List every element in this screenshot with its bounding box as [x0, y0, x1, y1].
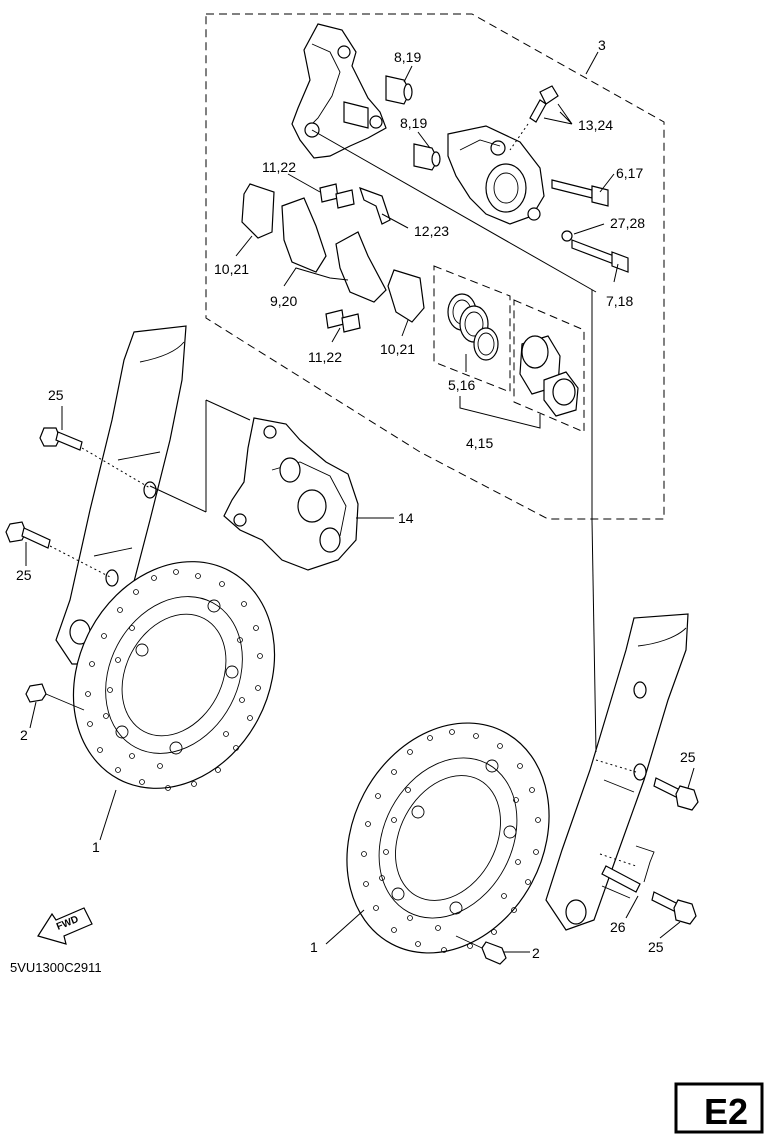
piston-group-boundary: [513, 299, 585, 433]
bleed-screw: [509, 85, 559, 151]
pistons: [519, 335, 579, 417]
callout-1-right: 1: [310, 939, 318, 955]
bolt-25-upper-right: [653, 777, 699, 811]
pad-shim-left: [281, 197, 327, 273]
pin-boot-mid: [413, 143, 441, 171]
callout-11-22-top: 11,22: [262, 159, 296, 175]
drawing-code: 5VU1300C2911: [10, 960, 102, 975]
pad-clip-bottom: [325, 309, 361, 333]
bolt-25-upper-left: [39, 427, 151, 489]
pad-shim-right: [335, 231, 387, 303]
callout-2-left: 2: [20, 727, 28, 743]
callout-14: 14: [398, 510, 414, 526]
fork-leg-right: [545, 613, 689, 931]
callout-13-24: 13,24: [578, 117, 613, 133]
brake-pad-left: [241, 183, 275, 239]
callout-27-28: 27,28: [610, 215, 645, 231]
callout-25-a: 25: [48, 387, 64, 403]
caliper-bolt-6: [551, 179, 609, 207]
connection-lines: [149, 129, 637, 867]
callout-25-c: 25: [680, 749, 696, 765]
callout-25-d: 25: [648, 939, 664, 955]
page-label-box: E2: [674, 1082, 764, 1134]
bolt-25-lower-left: [5, 521, 113, 579]
pad-clip-top: [319, 183, 355, 209]
caliper-assembled: [223, 417, 359, 571]
bolt-25-lower-right: [651, 891, 697, 925]
plug-27: [561, 230, 573, 242]
piston-seal-group-boundary: [433, 265, 511, 393]
caliper-body: [447, 125, 545, 225]
fwd-arrow-icon: FWD: [37, 907, 93, 945]
disc-bolt-left: [25, 683, 85, 711]
callout-5-16: 5,16: [448, 377, 475, 393]
caliper-bracket: [291, 23, 387, 159]
hose-bracket-26: [601, 845, 655, 899]
disc-holes-left: [85, 569, 263, 791]
leader-lines: [25, 51, 695, 953]
callout-11-22-bottom: 11,22: [308, 349, 342, 365]
callout-3: 3: [598, 37, 606, 53]
callout-25-b: 25: [16, 567, 32, 583]
callout-7-18: 7,18: [606, 293, 633, 309]
callout-8-19-top: 8,19: [394, 49, 421, 65]
page-label: E2: [704, 1091, 748, 1132]
brake-disc-right: [346, 722, 550, 954]
callout-4-15: 4,15: [466, 435, 493, 451]
disc-bolt-right: [455, 935, 507, 965]
callout-labels: 3 8,19 8,19 13,24 6,17 11,22 27,28 12,23…: [16, 37, 696, 961]
brake-pad-right: [387, 269, 425, 323]
callout-2-right: 2: [532, 945, 540, 961]
pad-pin-7: [571, 239, 629, 273]
callout-10-21-right: 10,21: [380, 341, 415, 357]
pad-spring-top: [343, 101, 369, 129]
disc-holes-right: [361, 729, 541, 953]
brake-disc-left: [72, 561, 276, 791]
callout-9-20: 9,20: [270, 293, 297, 309]
callout-1-left: 1: [92, 839, 100, 855]
pin-boot-top: [385, 75, 413, 105]
pad-spring-12: [359, 187, 391, 225]
piston-seals: [447, 293, 499, 361]
callout-6-17: 6,17: [616, 165, 643, 181]
callout-8-19-mid: 8,19: [400, 115, 427, 131]
caliper-assembly-boundary: [205, 13, 665, 520]
callout-26: 26: [610, 919, 626, 935]
callout-10-21-left: 10,21: [214, 261, 249, 277]
callout-12-23: 12,23: [414, 223, 449, 239]
